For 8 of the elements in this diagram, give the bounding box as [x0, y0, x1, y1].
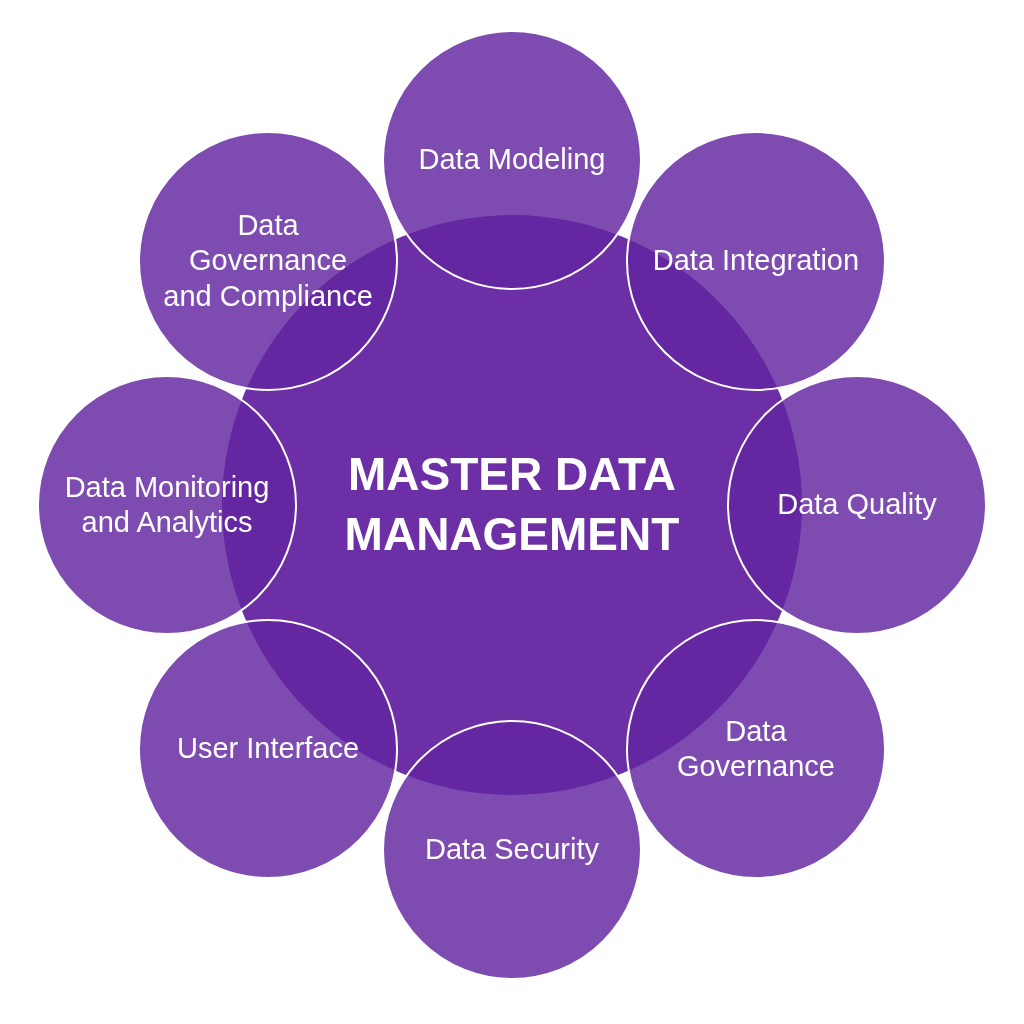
topic-circle: Data Modeling [382, 30, 642, 290]
topic-circle: Data Integration [625, 131, 886, 392]
topic-circle: Data Security [382, 720, 642, 980]
topic-circle: Data Quality [727, 375, 987, 635]
topic-circle: Data Governance and Compliance [138, 131, 399, 392]
topic-circle: Data Monitoring and Analytics [37, 375, 297, 635]
topic-circle: User Interface [138, 618, 399, 879]
topic-circle: Data Governance [625, 618, 886, 879]
